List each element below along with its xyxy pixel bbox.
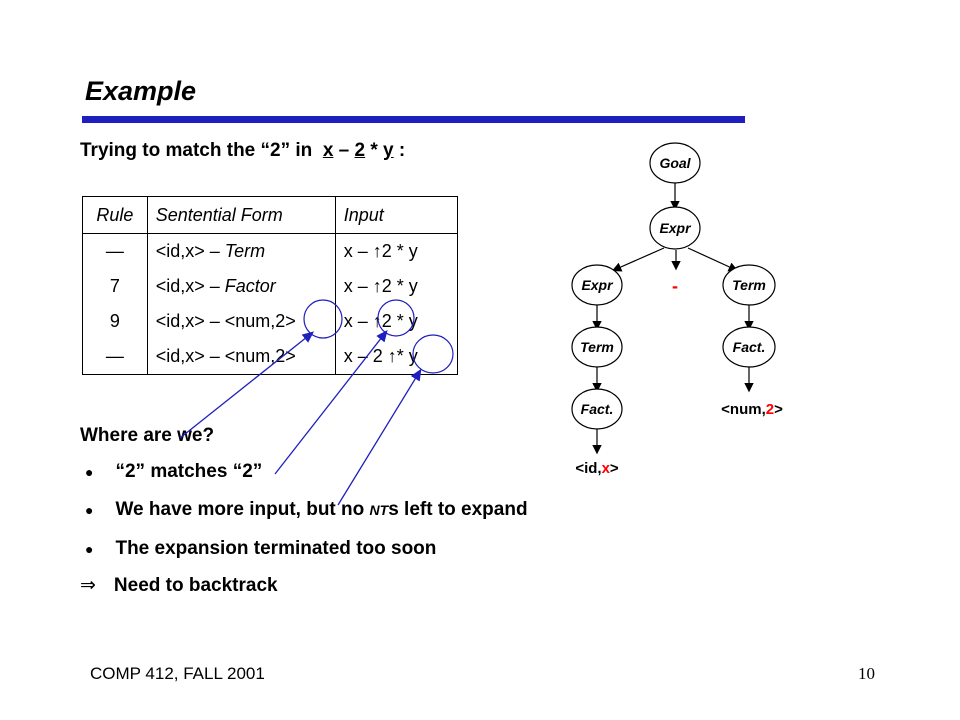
bullet-text: “2” matches “2” xyxy=(115,461,263,482)
cell-input: x – 2 ↑* y xyxy=(335,339,459,375)
table-row: 7 <id,x> – Factor x – ↑2 * y xyxy=(82,269,459,304)
highlight-circle-num xyxy=(303,299,343,339)
cell-form: <id,x> – <num,2> xyxy=(147,339,336,375)
subtitle-prefix: Trying to match the “2” in xyxy=(80,140,313,161)
header-input: Input xyxy=(335,196,459,234)
bullet-dot-icon: ● xyxy=(85,502,94,518)
slide-title: Example xyxy=(85,76,197,106)
where-heading: Where are we? xyxy=(80,425,215,446)
cell-rule: — xyxy=(82,233,148,269)
leaf-id-prefix: <id, xyxy=(575,460,601,477)
leaf-num-prefix: <num, xyxy=(721,401,766,418)
footer-page-number: 10 xyxy=(858,664,875,683)
bullet-text: The expansion terminated too soon xyxy=(115,538,437,559)
annotation-arrow-3 xyxy=(337,368,422,506)
highlight-circle-input-star xyxy=(412,334,454,374)
leaf-id-value: x xyxy=(602,460,611,477)
nt-label: NT xyxy=(369,502,389,518)
form-nonterminal: Factor xyxy=(224,276,276,296)
node-term-right xyxy=(722,264,776,306)
subtitle-y: y xyxy=(383,140,394,161)
bullet-item: ● “2” matches “2” xyxy=(85,461,262,483)
node-minus-label: - xyxy=(672,276,678,296)
node-term-right-label: Term xyxy=(732,277,766,293)
node-expr-root-label: Expr xyxy=(659,220,692,236)
table-header-row: Rule Sentential Form Input xyxy=(82,196,459,234)
node-expr-left xyxy=(571,264,623,306)
nt-suffix: s left to expand xyxy=(388,499,528,520)
form-prefix: <id,x> – <num,2> xyxy=(155,311,296,331)
leaf-id-suffix: > xyxy=(610,460,619,477)
bullet-dot-icon: ● xyxy=(85,464,94,480)
subtitle-2: 2 xyxy=(354,140,366,161)
node-fact-left-label: Fact. xyxy=(581,401,614,417)
cell-form: <id,x> – Term xyxy=(147,233,336,269)
conclusion-text: Need to backtrack xyxy=(113,575,278,596)
leaf-num-suffix: > xyxy=(774,401,783,418)
table-row: — <id,x> – Term x – ↑2 * y xyxy=(82,233,459,269)
annotation-arrow-1 xyxy=(179,331,315,439)
header-rule: Rule xyxy=(82,196,148,234)
slide-subtitle: Trying to match the “2” in x – 2 * y : xyxy=(80,140,405,162)
node-expr-left-label: Expr xyxy=(581,277,614,293)
form-prefix: <id,x> – xyxy=(155,276,225,296)
leaf-num-value: 2 xyxy=(766,401,774,418)
leaf-num: <num,2> xyxy=(721,401,783,418)
form-prefix: <id,x> – xyxy=(155,241,225,261)
derivation-table: Rule Sentential Form Input — <id,x> – Te… xyxy=(82,196,459,375)
subtitle-star: * xyxy=(365,140,384,161)
title-underline xyxy=(82,116,745,123)
cell-form: <id,x> – Factor xyxy=(147,269,336,304)
footer-course: COMP 412, FALL 2001 xyxy=(90,664,265,683)
node-term-left xyxy=(571,326,623,368)
form-nonterminal: Term xyxy=(224,241,266,261)
node-expr-root xyxy=(649,206,701,250)
cell-input: x – ↑2 * y xyxy=(335,269,459,304)
implies-arrow-icon: ⇒ xyxy=(80,575,96,596)
cell-input: x – ↑2 * y xyxy=(335,233,459,269)
cell-rule: 9 xyxy=(82,304,148,339)
node-term-left-label: Term xyxy=(580,339,614,355)
node-goal-label: Goal xyxy=(659,155,691,171)
bullet-item: ● We have more input, but no NTs left to … xyxy=(85,499,528,521)
conclusion-item: ⇒ Need to backtrack xyxy=(80,574,278,597)
edge-expr-expr xyxy=(611,247,665,272)
cell-rule: — xyxy=(82,339,148,375)
bullet-dot-icon: ● xyxy=(85,541,94,557)
node-fact-right-label: Fact. xyxy=(733,339,766,355)
header-sentential-form: Sentential Form xyxy=(147,196,336,234)
subtitle-x: x xyxy=(322,140,334,161)
subtitle-minus: – xyxy=(333,140,355,161)
bullet-item: ● The expansion terminated too soon xyxy=(85,538,436,560)
node-fact-right xyxy=(722,326,776,368)
highlight-circle-input-2 xyxy=(377,299,415,337)
edge-expr-term xyxy=(687,247,739,272)
bullet-text: We have more input, but no xyxy=(115,499,370,520)
subtitle-colon: : xyxy=(393,140,406,161)
annotation-arrow-2 xyxy=(274,329,388,475)
table-row: — <id,x> – <num,2> x – 2 ↑* y xyxy=(82,339,459,375)
leaf-id: <id,x> xyxy=(575,460,619,477)
form-prefix: <id,x> – <num,2> xyxy=(155,346,296,366)
cell-rule: 7 xyxy=(82,269,148,304)
node-fact-left xyxy=(571,388,623,430)
cell-input: x – ↑2 * y xyxy=(335,304,459,339)
node-goal xyxy=(649,142,701,184)
